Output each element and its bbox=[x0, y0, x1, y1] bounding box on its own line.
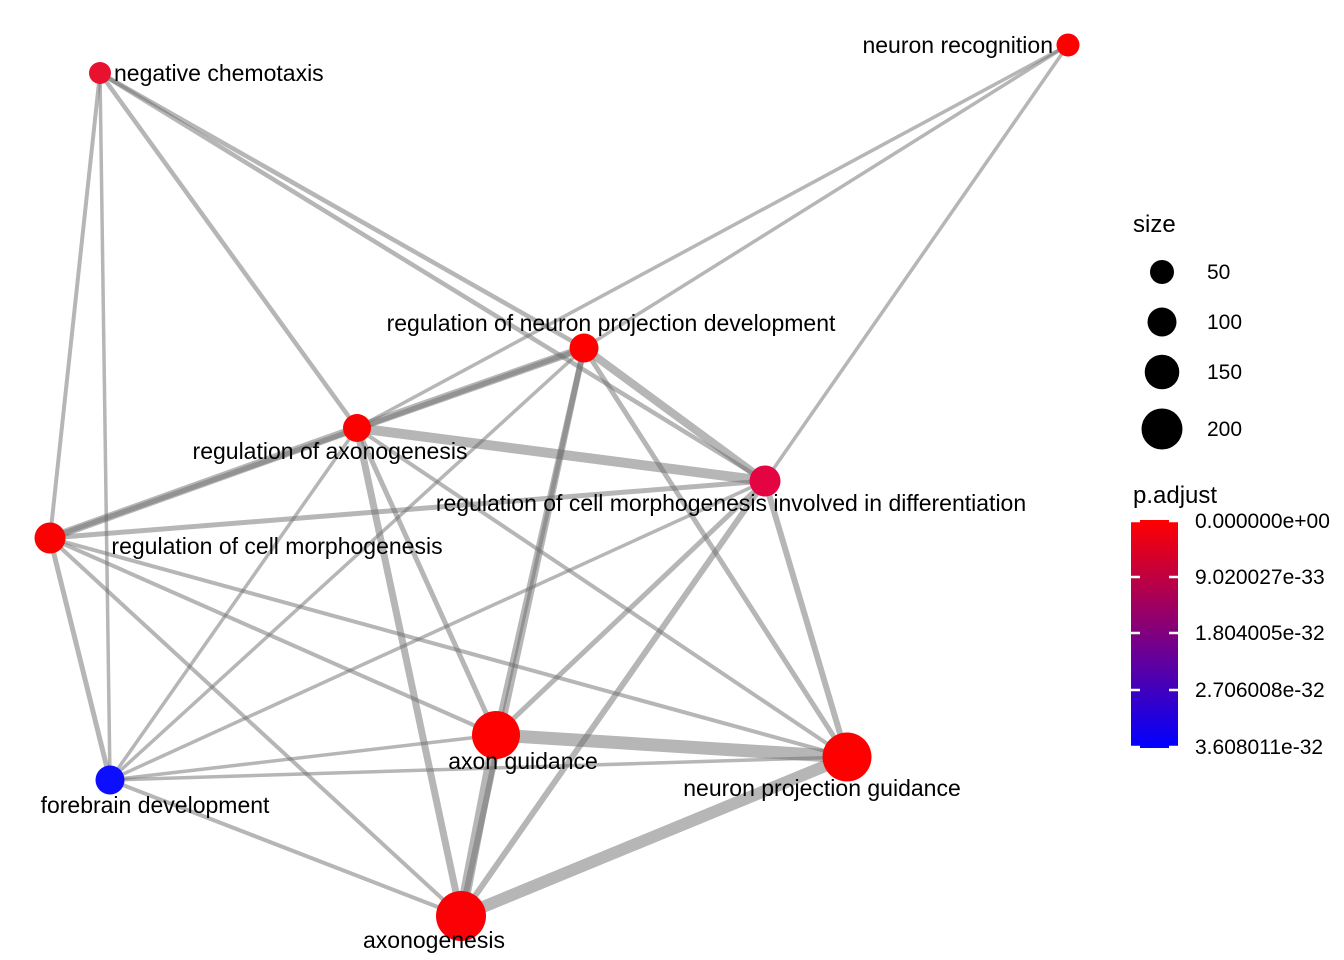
graph-edge-neuron-recognition--regulation-of-cell-morphogenesis-involved-in-differentiation bbox=[763, 44, 1070, 482]
padjust-legend-title: p.adjust bbox=[1133, 482, 1217, 509]
graph-edge-regulation-of-axonogenesis--forebrain-development bbox=[108, 426, 359, 782]
graph-edge-negative-chemotaxis--regulation-of-neuron-projection-development bbox=[98, 71, 586, 350]
graph-edge-forebrain-development--neuron-projection-guidance bbox=[109, 755, 848, 782]
graph-node-axonogenesis bbox=[436, 891, 486, 941]
node-label-regulation-of-cell-morphogenesis: regulation of cell morphogenesis bbox=[111, 533, 442, 559]
padjust-tick-label-3: 2.706008e-32 bbox=[1195, 679, 1325, 702]
graph-edge-regulation-of-axonogenesis--neuron-projection-guidance bbox=[355, 426, 849, 759]
padjust-tick-label-2: 1.804005e-32 bbox=[1195, 622, 1325, 645]
node-label-regulation-of-cell-morphogenesis-involved-in-differentiation: regulation of cell morphogenesis involve… bbox=[436, 490, 1026, 516]
graph-edge-negative-chemotaxis--regulation-of-axonogenesis bbox=[98, 71, 359, 430]
graph-node-forebrain-development bbox=[95, 765, 125, 795]
graph-edge-regulation-of-cell-morphogenesis--axon-guidance bbox=[49, 536, 497, 737]
graph-edge-regulation-of-cell-morphogenesis--neuron-projection-guidance bbox=[49, 536, 848, 759]
graph-edge-regulation-of-cell-morphogenesis--axonogenesis bbox=[48, 536, 463, 918]
node-label-neuron-recognition: neuron recognition bbox=[862, 32, 1053, 58]
graph-edge-regulation-of-axonogenesis--axonogenesis bbox=[353, 427, 465, 917]
graph-edge-forebrain-development--axonogenesis bbox=[109, 778, 462, 918]
node-label-regulation-of-axonogenesis: regulation of axonogenesis bbox=[193, 438, 468, 464]
node-label-axon-guidance: axon guidance bbox=[448, 748, 598, 774]
size-legend-circle-50 bbox=[1150, 260, 1174, 284]
graph-node-regulation-of-cell-morphogenesis-involved-in-differentiation bbox=[749, 465, 781, 497]
graph-edge-regulation-of-neuron-projection-development--forebrain-development bbox=[108, 346, 586, 782]
node-label-neuron-projection-guidance: neuron projection guidance bbox=[683, 775, 960, 801]
graph-edge-negative-chemotaxis--forebrain-development bbox=[98, 72, 112, 781]
graph-node-regulation-of-axonogenesis bbox=[343, 414, 371, 442]
node-label-axonogenesis: axonogenesis bbox=[363, 927, 505, 953]
graph-node-regulation-of-neuron-projection-development bbox=[569, 333, 599, 363]
graph-edge-axonogenesis--neuron-projection-guidance bbox=[458, 751, 850, 922]
graph-edge-negative-chemotaxis--regulation-of-cell-morphogenesis-involved-in-differentiation bbox=[98, 71, 767, 483]
graph-edge-regulation-of-cell-morphogenesis-involved-in-differentiation--axonogenesis bbox=[458, 479, 768, 918]
graph-edge-regulation-of-axonogenesis--axon-guidance bbox=[354, 426, 499, 737]
node-label-negative-chemotaxis: negative chemotaxis bbox=[114, 60, 324, 86]
graph-edge-axon-guidance--axonogenesis bbox=[455, 733, 502, 918]
size-legend-circle-150 bbox=[1144, 354, 1180, 390]
padjust-tick-label-1: 9.020027e-33 bbox=[1195, 566, 1325, 589]
graph-edge-forebrain-development--axon-guidance bbox=[109, 733, 497, 782]
graph-node-neuron-recognition bbox=[1056, 33, 1080, 57]
graph-node-neuron-projection-guidance bbox=[822, 732, 872, 782]
padjust-tick-label-4: 3.608011e-32 bbox=[1195, 736, 1323, 759]
graph-edge-regulation-of-axonogenesis--regulation-of-cell-morphogenesis-involved-in-differentiation bbox=[356, 423, 766, 486]
padjust-tick-label-0: 0.000000e+00 bbox=[1195, 510, 1330, 533]
size-legend-title: size bbox=[1133, 211, 1176, 238]
graph-edge-regulation-of-axonogenesis--regulation-of-cell-morphogenesis bbox=[48, 424, 359, 542]
size-legend-circle-200 bbox=[1141, 408, 1183, 450]
size-legend-label-200: 200 bbox=[1207, 418, 1242, 441]
graph-edge-regulation-of-cell-morphogenesis-involved-in-differentiation--neuron-projection-guidance bbox=[762, 480, 850, 758]
size-legend-label-150: 150 bbox=[1207, 361, 1242, 384]
size-legend-circle-100 bbox=[1147, 307, 1177, 337]
graph-node-regulation-of-cell-morphogenesis bbox=[34, 522, 66, 554]
graph-edge-regulation-of-cell-morphogenesis--forebrain-development bbox=[47, 537, 113, 781]
graph-edge-regulation-of-cell-morphogenesis-involved-in-differentiation--axon-guidance bbox=[494, 479, 767, 737]
graph-edge-regulation-of-neuron-projection-development--regulation-of-cell-morphogenesis-involved-in-differentiation bbox=[581, 344, 768, 485]
graph-edge-axon-guidance--neuron-projection-guidance bbox=[495, 728, 848, 764]
graph-edge-regulation-of-cell-morphogenesis-involved-in-differentiation--forebrain-development bbox=[109, 479, 766, 782]
graph-edge-regulation-of-cell-morphogenesis-involved-in-differentiation--regulation-of-cell-morphogenesis bbox=[49, 478, 766, 541]
node-label-forebrain-development: forebrain development bbox=[41, 792, 270, 818]
graph-edge-neuron-recognition--regulation-of-axonogenesis bbox=[356, 43, 1069, 430]
graph-node-negative-chemotaxis bbox=[89, 62, 111, 84]
graph-edge-neuron-recognition--regulation-of-neuron-projection-development bbox=[583, 43, 1069, 350]
size-legend-label-100: 100 bbox=[1207, 311, 1242, 334]
size-legend-label-50: 50 bbox=[1207, 261, 1230, 284]
graph-node-axon-guidance bbox=[472, 711, 520, 759]
graph-edge-negative-chemotaxis--regulation-of-cell-morphogenesis bbox=[48, 72, 102, 539]
node-label-regulation-of-neuron-projection-development: regulation of neuron projection developm… bbox=[387, 310, 836, 336]
